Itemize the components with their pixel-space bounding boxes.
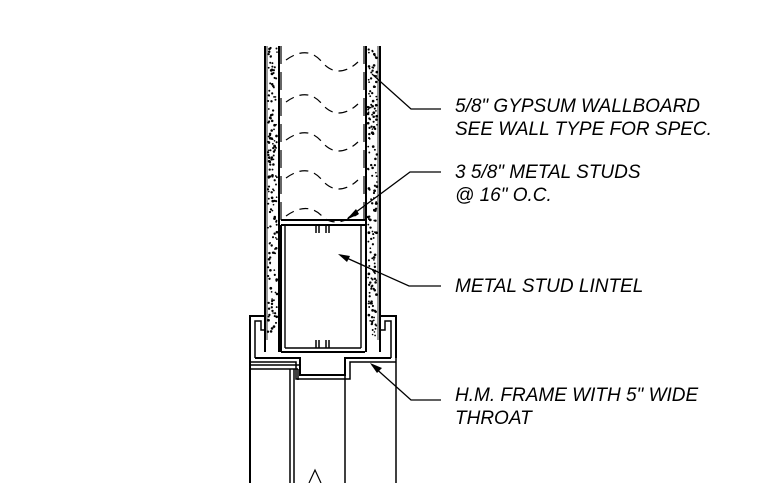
frame-note-line1: H.M. FRAME WITH 5" WIDE (455, 385, 699, 406)
batt-insulation (280, 46, 365, 223)
studs-note-line1: 3 5/8" METAL STUDS (455, 162, 641, 183)
left-gypsum-stipple (266, 46, 279, 333)
leader-frame (370, 363, 441, 401)
leader-lintel (338, 254, 441, 287)
right-gypsum-stipple (366, 48, 379, 337)
frame-note-line2: THROAT (455, 408, 533, 429)
hm-frame (249, 315, 397, 483)
leader-gypsum (371, 73, 441, 110)
left-gypsum-board (264, 46, 280, 352)
gypsum-note-line1: 5/8" GYPSUM WALLBOARD (455, 96, 700, 117)
lintel-note: METAL STUD LINTEL (455, 276, 643, 297)
gypsum-note-line2: SEE WALL TYPE FOR SPEC. (455, 119, 712, 140)
metal-stud-lintel (280, 219, 365, 353)
studs-note-line2: @ 16" O.C. (455, 185, 552, 206)
leader-studs (346, 171, 441, 220)
right-gypsum-board (365, 46, 381, 352)
